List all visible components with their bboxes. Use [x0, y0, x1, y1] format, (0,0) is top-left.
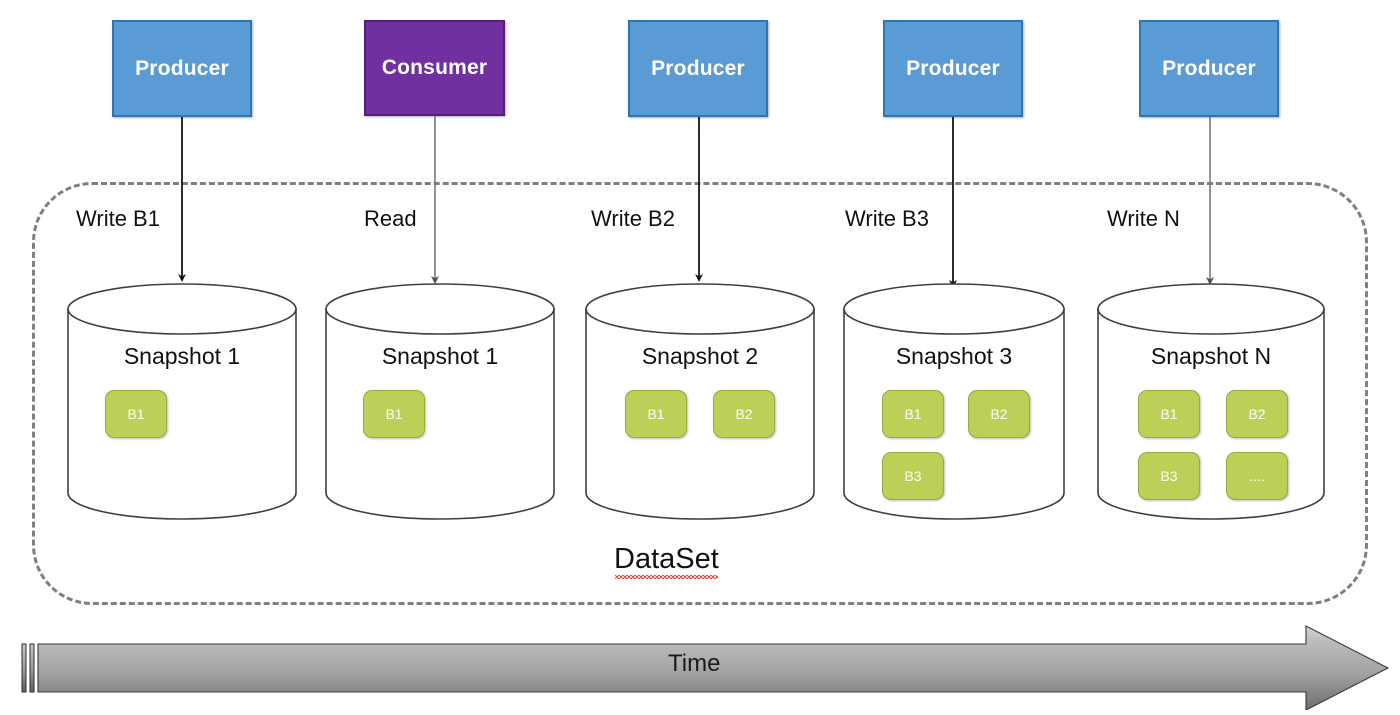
snapshot-cylinder-5[interactable]: Snapshot N B1 B2 B3 .... [1097, 283, 1325, 520]
timeline-arrow [18, 620, 1398, 711]
dataset-label: DataSet [614, 543, 719, 579]
actor-box-producer-1[interactable]: Producer [112, 20, 252, 117]
cylinder-shape [67, 283, 297, 520]
snapshot-title: Snapshot 2 [641, 343, 759, 369]
data-block[interactable]: B3 [1138, 452, 1200, 500]
snapshot-blocks: B1 [105, 390, 259, 438]
data-block[interactable]: B1 [625, 390, 687, 438]
actor-box-producer-2[interactable]: Producer [628, 20, 768, 117]
actor-label: Producer [906, 56, 1000, 80]
snapshot-cylinder-1[interactable]: Snapshot 1 B1 [67, 283, 297, 520]
actor-box-consumer-1[interactable]: Consumer [364, 20, 505, 116]
snapshot-blocks: B1 B2 B3 .... [1138, 390, 1288, 500]
operation-label-write-b2: Write B2 [591, 206, 675, 231]
timeline-label: Time [668, 650, 721, 677]
operation-label-read: Read [364, 206, 417, 231]
snapshot-blocks: B1 B2 [625, 390, 777, 438]
actor-box-producer-4[interactable]: Producer [1139, 20, 1279, 117]
cylinder-shape [585, 283, 815, 520]
data-block[interactable]: B1 [882, 390, 944, 438]
snapshot-title: Snapshot 1 [123, 343, 241, 369]
snapshot-cylinder-4[interactable]: Snapshot 3 B1 B2 B3 [843, 283, 1065, 520]
snapshot-cylinder-3[interactable]: Snapshot 2 B1 B2 [585, 283, 815, 520]
cylinder-shape [325, 283, 555, 520]
actor-label: Producer [135, 56, 229, 80]
snapshot-title: Snapshot 3 [895, 343, 1013, 369]
snapshot-blocks: B1 [363, 390, 517, 438]
actor-label: Producer [651, 56, 745, 80]
actor-box-producer-3[interactable]: Producer [883, 20, 1023, 117]
data-block[interactable]: B3 [882, 452, 944, 500]
operation-label-write-b3: Write B3 [845, 206, 929, 231]
snapshot-title: Snapshot 1 [381, 343, 499, 369]
snapshot-cylinder-2[interactable]: Snapshot 1 B1 [325, 283, 555, 520]
data-block[interactable]: B2 [968, 390, 1030, 438]
actor-label: Producer [1162, 56, 1256, 80]
data-block[interactable]: B1 [105, 390, 167, 438]
actor-label: Consumer [381, 56, 488, 79]
snapshot-title: Snapshot N [1150, 343, 1272, 369]
data-block[interactable]: B2 [713, 390, 775, 438]
data-block[interactable]: B2 [1226, 390, 1288, 438]
dataset-container [32, 182, 1368, 605]
snapshot-blocks: B1 B2 B3 [882, 390, 1030, 500]
data-block-ellipsis[interactable]: .... [1226, 452, 1288, 500]
dataset-label-text: DataSet [614, 543, 719, 579]
data-block[interactable]: B1 [363, 390, 425, 438]
data-block[interactable]: B1 [1138, 390, 1200, 438]
operation-label-write-n: Write N [1107, 206, 1180, 231]
operation-label-write-b1: Write B1 [76, 206, 160, 231]
